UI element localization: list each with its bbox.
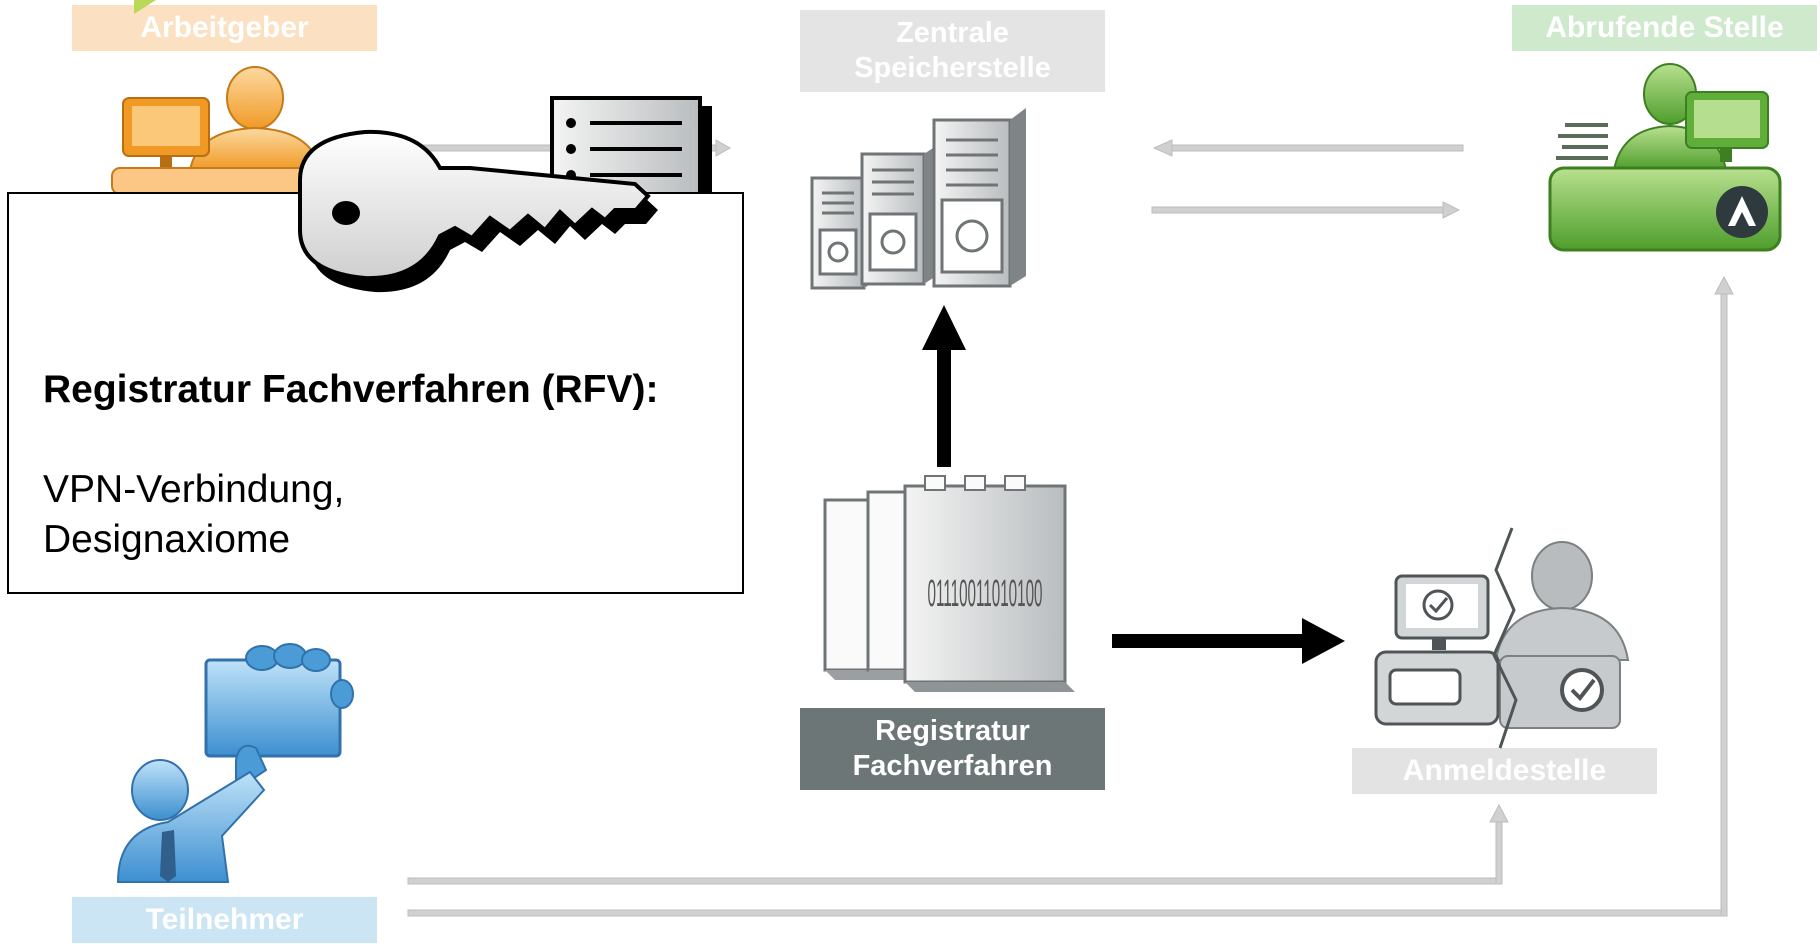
corner-triangle-icon bbox=[134, 0, 156, 14]
arrow-teilnehmer-to-abrufende bbox=[407, 909, 1728, 917]
arrow-registratur-to-anmelde bbox=[1112, 634, 1310, 648]
arrow-head-icon bbox=[1489, 803, 1509, 823]
registratur-label-line1: Registratur bbox=[875, 715, 1030, 748]
zentrale-label-line1: Zentrale bbox=[896, 17, 1009, 50]
info-box: Registratur Fachverfahren (RFV): VPN-Ver… bbox=[8, 193, 743, 593]
info-box-line2: Designaxiome bbox=[43, 518, 291, 561]
abrufende-stelle-label: Abrufende Stelle bbox=[1545, 11, 1784, 44]
info-box-line1: VPN-Verbindung, bbox=[43, 468, 345, 511]
employer-icon bbox=[111, 66, 333, 195]
zentrale-label-bg bbox=[800, 10, 1105, 92]
registratur-fachverfahren-label: Registratur Fachverfahren bbox=[800, 708, 1105, 790]
abrufende-label-bg bbox=[1512, 5, 1817, 51]
bold-arrows bbox=[922, 305, 1345, 664]
arrow-teilnehmer-to-anmelde-vertical bbox=[1495, 817, 1503, 885]
key-icon bbox=[298, 129, 658, 293]
light-arrows bbox=[399, 139, 1734, 917]
zentrale-label-line2: Speicherstelle bbox=[854, 52, 1051, 84]
arrow-abrufende-to-zentrale bbox=[1167, 144, 1464, 152]
teilnehmer-label-bg bbox=[72, 897, 377, 943]
arrow-zentrale-to-abrufende bbox=[1151, 206, 1448, 214]
arrow-head-icon bbox=[715, 139, 732, 157]
info-box-title: Registratur Fachverfahren (RFV): bbox=[43, 368, 659, 411]
anmeldestelle-label: Anmeldestelle bbox=[1402, 754, 1607, 787]
arrow-head-icon bbox=[1302, 618, 1345, 664]
arrow-head-icon bbox=[1442, 201, 1461, 219]
anmelde-label-bg bbox=[1352, 748, 1657, 794]
arrow-registratur-to-zentrale bbox=[937, 345, 951, 467]
registratur-label-bg bbox=[800, 708, 1105, 790]
registratur-label-line2: Fachverfahren bbox=[852, 750, 1053, 782]
chip-digits: 01110011010100 bbox=[928, 571, 1043, 614]
registration-office-icon bbox=[1374, 527, 1630, 749]
agency-icon bbox=[1548, 63, 1782, 252]
arrow-teilnehmer-to-anmelde bbox=[407, 877, 1503, 885]
teilnehmer-label: Teilnehmer bbox=[145, 903, 304, 936]
arbeitgeber-label: Arbeitgeber bbox=[140, 11, 309, 44]
arrow-head-icon bbox=[1714, 275, 1734, 295]
arbeitgeber-label-bg bbox=[72, 5, 377, 51]
arrow-head-icon bbox=[922, 305, 966, 350]
arrow-head-icon bbox=[1152, 139, 1173, 157]
registry-chip-icon: 01110011010100 bbox=[823, 475, 1075, 692]
participant-icon bbox=[116, 643, 354, 883]
server-icon bbox=[810, 108, 1026, 290]
arrow-teilnehmer-to-abrufende-vertical bbox=[1720, 289, 1728, 917]
zentrale-speicherstelle-label: Zentrale Speicherstelle bbox=[800, 10, 1105, 92]
